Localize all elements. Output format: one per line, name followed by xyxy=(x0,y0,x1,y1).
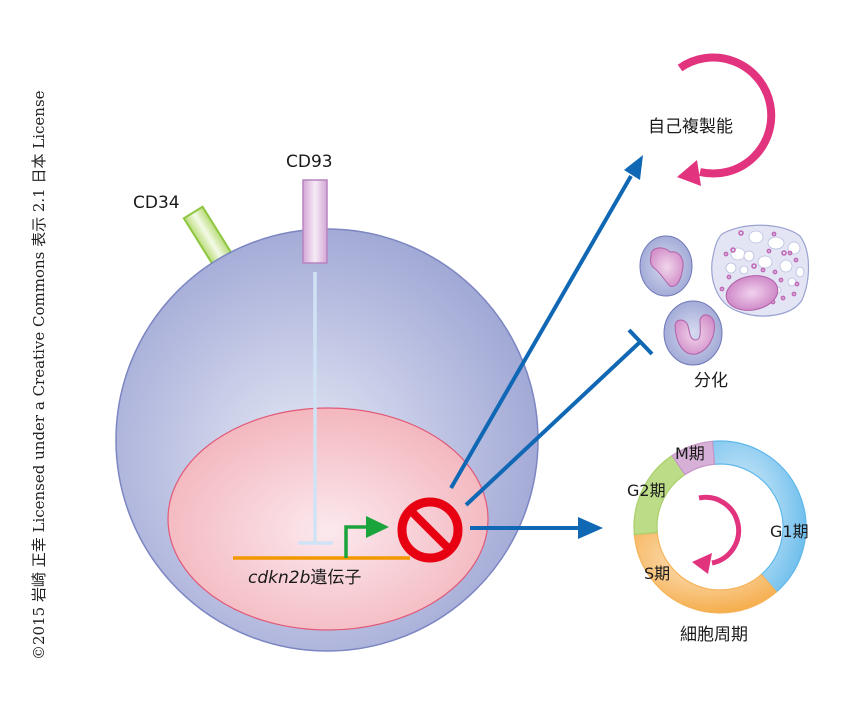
nucleus xyxy=(167,407,489,631)
cell-cycle-arrow-icon xyxy=(692,494,742,574)
gene-suffix: 遺伝子 xyxy=(310,568,361,588)
phase-m-label: M期 xyxy=(675,444,705,463)
arrow-to-self-renewal xyxy=(449,155,643,489)
arrow-to-cell-cycle xyxy=(470,517,603,539)
granulocyte-vacuoles xyxy=(725,230,805,294)
differentiated-cells xyxy=(639,224,810,366)
phase-g1-label: G1期 xyxy=(770,522,809,541)
small-cell-1-nucleus xyxy=(649,247,684,287)
cell-cycle-label: 細胞周期 xyxy=(680,625,748,645)
phase-s-label: S期 xyxy=(644,564,670,583)
prohibition-icon xyxy=(397,497,463,563)
cdkn2b-gene-label: cdkn2b遺伝子 xyxy=(248,568,361,588)
gene-italic-name: cdkn2b xyxy=(248,568,310,588)
small-cell-2-nucleus xyxy=(674,314,715,355)
cd93-label: CD93 xyxy=(286,152,333,172)
cd93-receptor xyxy=(302,179,328,264)
copyright-text: ©2015 岩崎 正幸 Licensed under a Creative Co… xyxy=(30,90,48,660)
phase-g2-label: G2期 xyxy=(627,481,666,500)
inhibition-to-differentiation xyxy=(464,328,654,507)
self-renewal-label: 自己複製能 xyxy=(648,117,733,137)
differentiation-label: 分化 xyxy=(694,371,728,391)
cell-cycle-ring xyxy=(633,440,807,614)
promoter-arrow-icon xyxy=(344,516,389,558)
phase-segment-g1 xyxy=(711,440,807,593)
granulocyte-nucleus xyxy=(725,275,779,311)
cd93-inhibition-line xyxy=(298,272,333,545)
cd34-label: CD34 xyxy=(133,193,180,213)
self-renewal-cycle-icon xyxy=(677,53,776,186)
phase-segment-m xyxy=(671,440,716,476)
